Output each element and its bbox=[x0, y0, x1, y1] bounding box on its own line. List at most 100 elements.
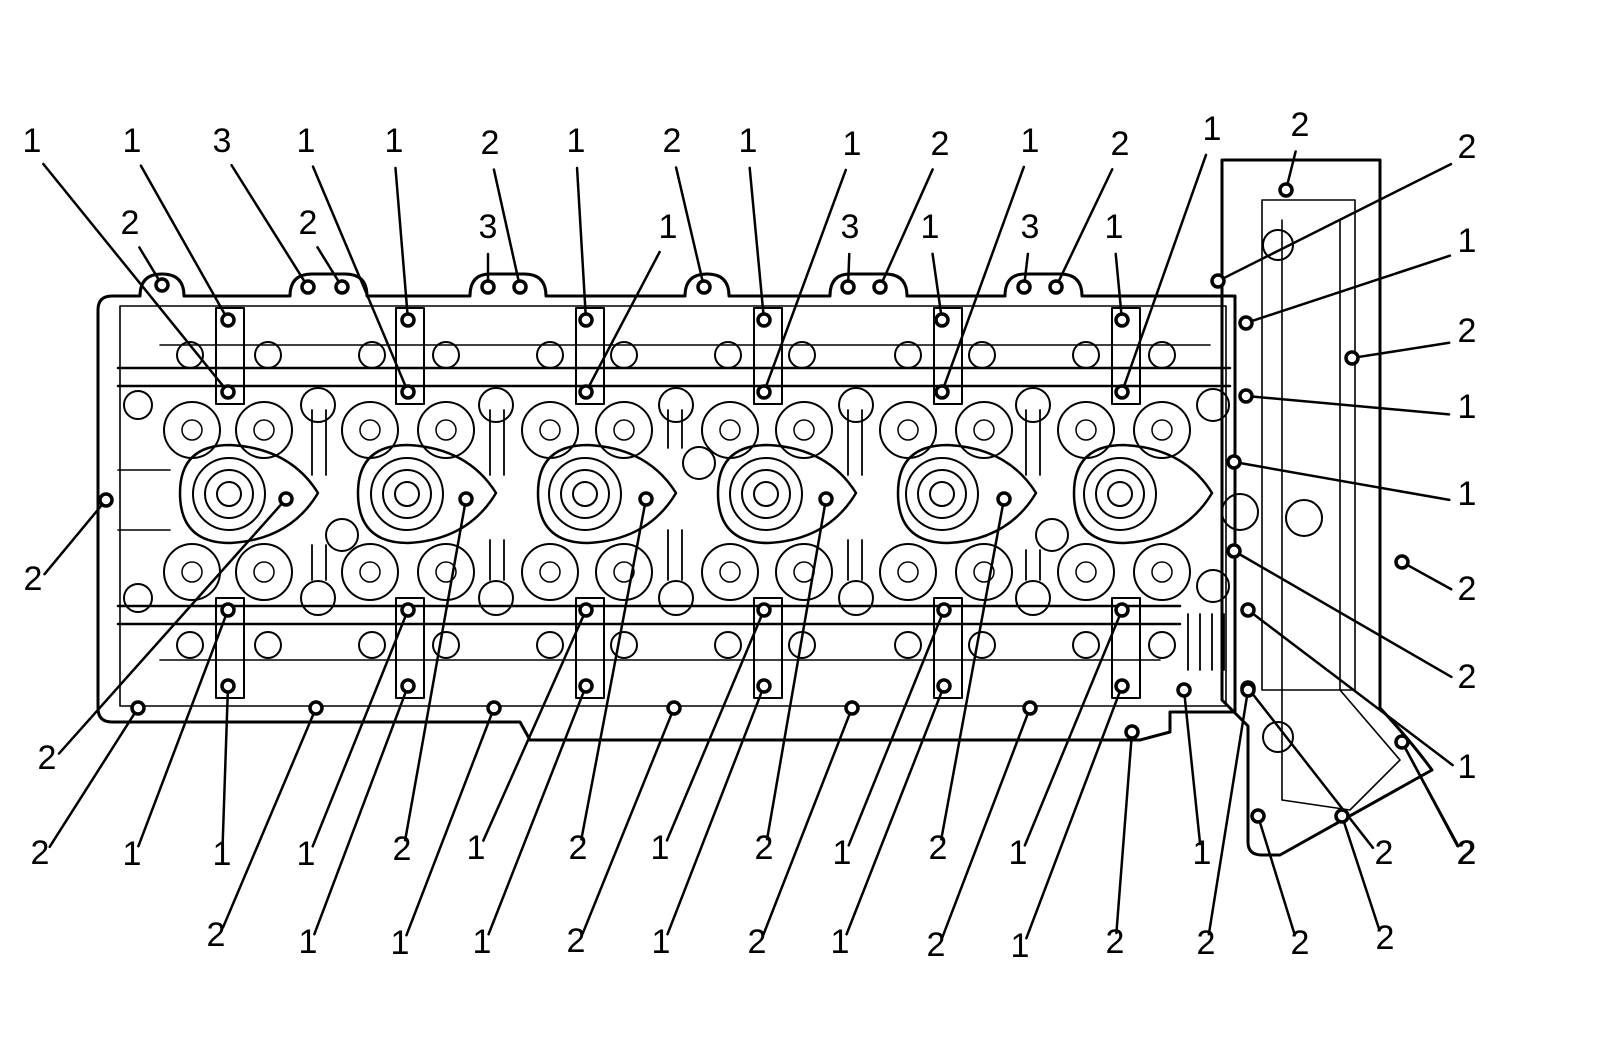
leader-line-r01 bbox=[1222, 162, 1453, 280]
bolt-marker bbox=[400, 602, 416, 618]
bolt-marker bbox=[1394, 734, 1410, 750]
leader-line-b09 bbox=[580, 503, 647, 841]
bolt-marker bbox=[936, 602, 952, 618]
leader-line-t16 bbox=[881, 168, 934, 283]
leader-line-b19 bbox=[941, 712, 1030, 939]
bolt-marker bbox=[1344, 350, 1360, 366]
leader-line-b15 bbox=[765, 503, 827, 841]
callout-label-l02: 2 bbox=[38, 739, 57, 777]
callout-label-t04: 2 bbox=[121, 204, 140, 242]
bolt-marker bbox=[220, 678, 236, 694]
bolt-marker bbox=[756, 312, 772, 328]
leader-line-t19 bbox=[1023, 252, 1030, 283]
callout-label-t22: 1 bbox=[1203, 110, 1222, 148]
callout-label-b13: 1 bbox=[651, 829, 670, 867]
callout-label-b11: 2 bbox=[567, 922, 586, 960]
callout-label-b01: 2 bbox=[31, 834, 50, 872]
leader-line-t12 bbox=[674, 166, 704, 283]
bolt-marker bbox=[756, 678, 772, 694]
leader-line-l02 bbox=[57, 502, 284, 755]
leader-line-r04 bbox=[1405, 563, 1453, 591]
bolt-marker bbox=[154, 277, 170, 293]
callout-label-b17: 2 bbox=[929, 829, 948, 867]
leader-line-r03 bbox=[1250, 254, 1452, 323]
leader-line-t17 bbox=[931, 252, 943, 316]
callout-label-t09: 3 bbox=[479, 208, 498, 246]
callout-label-b21: 2 bbox=[1106, 923, 1125, 961]
leader-line-b27 bbox=[1183, 694, 1202, 846]
bolt-marker bbox=[818, 491, 834, 507]
callout-label-t23: 2 bbox=[1291, 106, 1310, 144]
bolt-marker bbox=[486, 700, 502, 716]
leader-line-t22 bbox=[1122, 153, 1208, 388]
leader-line-t01 bbox=[42, 162, 226, 389]
bolt-marker bbox=[1176, 682, 1192, 698]
callout-label-t18: 1 bbox=[1021, 122, 1040, 160]
callout-label-t02: 1 bbox=[123, 122, 142, 160]
leader-line-r07 bbox=[1237, 552, 1453, 679]
callout-label-b16: 2 bbox=[748, 923, 767, 961]
leader-line-r05 bbox=[1250, 395, 1451, 416]
callout-label-r06: 1 bbox=[1458, 475, 1477, 513]
callout-label-t13: 1 bbox=[739, 122, 758, 160]
leader-line-t10 bbox=[575, 166, 587, 316]
bolt-marker bbox=[1114, 312, 1130, 328]
leader-line-b20 bbox=[845, 690, 944, 936]
leader-line-b17 bbox=[940, 503, 1005, 841]
leader-line-t20 bbox=[1057, 167, 1114, 283]
bolt-marker bbox=[996, 491, 1012, 507]
bolt-marker bbox=[1016, 279, 1032, 295]
leader-line-t04 bbox=[138, 246, 161, 282]
bolt-marker bbox=[458, 491, 474, 507]
bolt-marker bbox=[1022, 700, 1038, 716]
leader-line-b03 bbox=[221, 690, 230, 847]
leader-line-t03 bbox=[230, 163, 307, 284]
leader-line-b22 bbox=[1023, 614, 1121, 847]
leader-line-t02 bbox=[139, 164, 227, 317]
leader-line-t11 bbox=[587, 250, 661, 388]
bolt-marker bbox=[666, 700, 682, 716]
bolt-marker bbox=[696, 279, 712, 295]
callout-label-b19: 2 bbox=[927, 926, 946, 964]
callout-label-b02: 1 bbox=[123, 835, 142, 873]
leader-line-b01 bbox=[48, 711, 137, 849]
bolt-marker bbox=[844, 700, 860, 716]
callout-label-b12: 1 bbox=[473, 923, 492, 961]
callout-label-t08: 2 bbox=[481, 124, 500, 162]
callout-label-t03: 3 bbox=[213, 122, 232, 160]
leader-line-b05 bbox=[221, 712, 315, 929]
bolt-marker bbox=[300, 279, 316, 295]
callout-label-b24: 1 bbox=[1011, 927, 1030, 965]
bolt-marker bbox=[1048, 279, 1064, 295]
leader-line-b13 bbox=[665, 614, 763, 842]
rail-bolt-heads bbox=[123, 229, 1323, 753]
bolt-marker bbox=[578, 678, 594, 694]
bolt-marker bbox=[220, 602, 236, 618]
leader-line-r06 bbox=[1238, 461, 1451, 502]
leader-line-t08 bbox=[492, 168, 520, 283]
bolt-marker bbox=[220, 384, 236, 400]
leader-line-b06 bbox=[313, 690, 408, 936]
bolt-marker bbox=[1238, 315, 1254, 331]
oil-slots bbox=[311, 409, 1225, 671]
callout-label-b08: 1 bbox=[391, 924, 410, 962]
leader-line-b16 bbox=[762, 712, 852, 936]
callout-label-b25: 2 bbox=[1376, 919, 1395, 957]
bolt-marker bbox=[308, 700, 324, 716]
bolt-marker bbox=[480, 279, 496, 295]
leader-line-b02 bbox=[137, 614, 228, 848]
bolt-marker bbox=[1250, 808, 1266, 824]
callout-label-t05: 2 bbox=[299, 204, 318, 242]
cam-rails bbox=[116, 344, 1232, 661]
bolt-marker bbox=[1278, 182, 1294, 198]
leader-line-b28 bbox=[1403, 746, 1459, 848]
callout-label-b04: 1 bbox=[297, 835, 316, 873]
callout-label-b06: 1 bbox=[299, 923, 318, 961]
bolt-marker bbox=[1394, 554, 1410, 570]
bolt-marker bbox=[98, 492, 114, 508]
callout-label-r03: 1 bbox=[1458, 222, 1477, 260]
callout-label-b14: 1 bbox=[652, 923, 671, 961]
bolt-markers bbox=[98, 182, 1410, 824]
